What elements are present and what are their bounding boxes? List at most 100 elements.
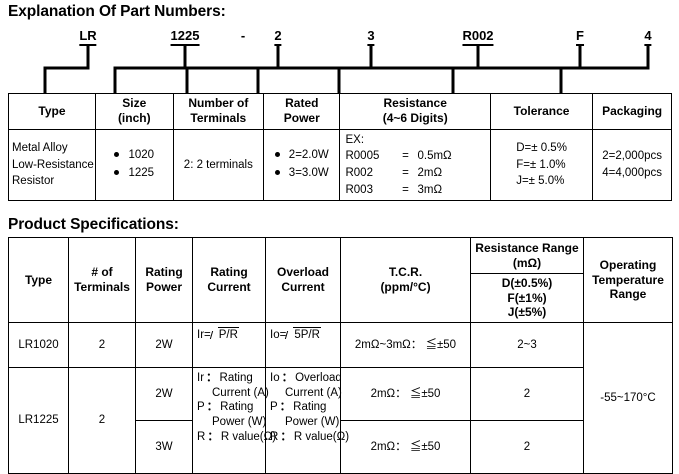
overload-current-lhs: Io= [270, 328, 287, 341]
col-header-rating-power: Rating Power [135, 237, 193, 323]
resistance-eq-1: = [402, 167, 409, 180]
overload-current-radicand: 5P/R [293, 326, 321, 341]
rating-current-lhs: Ir= [197, 328, 211, 341]
bullet-icon [274, 170, 280, 176]
connector-type [43, 44, 90, 94]
res-range-tol-d: D(±0.5%) [501, 276, 553, 290]
resistance-code-0: R0005 [345, 150, 380, 163]
rated-power-option-3w: 3=3.0W [288, 167, 329, 180]
cell-size-options: 1020 1225 [94, 128, 174, 202]
legend-text-ir: Rating [219, 371, 253, 384]
list-item: 3=3.0W [274, 165, 329, 183]
legend-sym-io: Io [270, 371, 280, 384]
legend-colon: ： [206, 371, 218, 384]
col-header-resistance-line2: (4~6 Digits) [382, 111, 448, 126]
cell-rated-power-options: 2=2.0W 3=3.0W [263, 128, 341, 202]
cell-operating-temperature: -55~170°C [583, 321, 673, 474]
col-header-rated-power-line2: Power [283, 111, 320, 126]
cell-resistance-range-lr1225-2w: 2 [470, 366, 584, 421]
col-header-resistance: Resistance (4~6 Digits) [339, 93, 491, 130]
rated-power-option-2w: 2=2.0W [288, 149, 329, 162]
resistance-code-1: R002 [345, 167, 373, 180]
list-item: Ir：Rating [197, 371, 261, 386]
legend-sym-p: P [197, 401, 205, 414]
size-option-1020: 1020 [128, 149, 155, 162]
col-header-tolerance: Tolerance [489, 93, 594, 130]
col-header-resistance-range-line2: (mΩ) [512, 255, 542, 270]
list-item: Io：Overload [270, 371, 342, 386]
size-option-1225: 1225 [128, 167, 155, 180]
cell-terminals-lr1225: 2 [68, 366, 136, 474]
cell-tcr-lr1225-3w: 2mΩ： ≦±50 [340, 419, 471, 474]
table-header-row: Type # of Terminals Rating Power Rating … [8, 237, 673, 323]
col-header-size-line1: Size [122, 96, 147, 110]
cell-rating-current-formula: Ir=P/R [192, 321, 266, 368]
col-header-tcr-line2: (ppm/°C) [380, 279, 431, 294]
list-item: R0005=0.5mΩ [345, 148, 451, 165]
col-header-type: Type [8, 93, 96, 130]
cell-resistance-range-lr1225-3w: 2 [470, 419, 584, 474]
legend-text-p2: Rating [293, 401, 327, 414]
table-row: LR1225 2 2W Ir：Rating Current (A) P：Rati… [8, 366, 673, 474]
col-header-resistance-range: Resistance Range (mΩ) [470, 237, 584, 274]
col-header-tcr: T.C.R. (ppm/°C) [340, 237, 471, 323]
col-header-overload-current-line2: Current [281, 279, 325, 294]
col-header-terminals-line1: Number of [188, 96, 249, 110]
legend-text-r2: R value(Ω) [293, 430, 350, 443]
cell-number-of-terminals: 2: 2 terminals [172, 128, 265, 202]
tolerance-line-d: D=± 0.5% [516, 142, 567, 155]
col-header-operating-temperature: Operating Temperature Range [583, 237, 673, 323]
col-header-op-temp-line2: Temperature [592, 272, 664, 287]
cell-rating-power-lr1020: 2W [135, 321, 193, 368]
connector-lines [43, 44, 650, 94]
res-range-tol-f: F(±1%) [507, 290, 547, 305]
table-row: Metal Alloy Low-Resistance Resistor 1020… [8, 128, 672, 202]
col-header-rated-power: Rated Power [263, 93, 341, 130]
cell-type-lr1225: LR1225 [8, 366, 69, 474]
col-header-tcr-line1: T.C.R. [388, 265, 423, 280]
cell-tcr-lr1020: 2mΩ~3mΩ： ≦±50 [340, 321, 471, 368]
legend-sym-p2: P [270, 401, 278, 414]
part-numbers-table: Type Size (inch) Number of Terminals Rat… [8, 93, 672, 202]
col-header-overload-current: Overload Current [265, 237, 341, 323]
resistance-example-prefix: EX: [345, 133, 365, 146]
col-header-rating-current: Rating Current [192, 237, 266, 323]
legend-cont-p2: Power (W) [285, 416, 340, 429]
connector-resistance [337, 44, 480, 94]
col-header-num-terminals-line1: # of [91, 265, 113, 280]
page-title-product-specifications: Product Specifications: [8, 216, 179, 233]
type-line-1: Metal Alloy [12, 142, 68, 155]
cell-tolerance-codes: D=± 0.5% F=± 1.0% J=± 5.0% [489, 128, 594, 202]
sqrt-icon: P/R [211, 326, 239, 343]
col-header-resistance-line1: Resistance [383, 96, 447, 110]
connector-size [113, 44, 187, 94]
col-subheader-resistance-range-tolerances: D(±0.5%) F(±1%) J(±5%) [470, 273, 584, 323]
legend-cont-p: Power (W) [212, 416, 267, 429]
type-description-lines: Metal Alloy Low-Resistance Resistor [12, 140, 94, 190]
sqrt-icon: 5P/R [286, 326, 321, 343]
list-item: P：Rating [197, 400, 261, 415]
legend-colon: ： [281, 371, 294, 384]
legend-colon: ： [206, 401, 219, 414]
col-header-overload-current-line1: Overload [276, 265, 330, 280]
col-header-num-terminals-line2: Terminals [74, 279, 130, 294]
col-header-resistance-range-line1: Resistance Range [475, 240, 579, 255]
tolerance-line-j: J=± 5.0% [516, 175, 565, 188]
tolerance-lines: D=± 0.5% F=± 1.0% J=± 5.0% [516, 140, 567, 190]
rated-power-bullet-list: 2=2.0W 3=3.0W [274, 147, 329, 183]
list-item: R003=3mΩ [345, 182, 451, 199]
list-item: 1020 [114, 147, 154, 165]
legend-cont-io: Current (A) [285, 386, 342, 399]
product-specifications-table: Type # of Terminals Rating Power Rating … [8, 237, 673, 474]
col-header-rating-current-line1: Rating [210, 265, 248, 280]
tolerance-line-f: F=± 1.0% [516, 158, 566, 171]
col-header-size-line2: (inch) [117, 111, 151, 126]
cell-packaging-codes: 2=2,000pcs 4=4,000pcs [592, 128, 672, 202]
cell-type-description: Metal Alloy Low-Resistance Resistor [8, 128, 96, 202]
col-header-rating-power-line1: Rating [145, 265, 183, 280]
col-header-rated-power-line1: Rated [285, 96, 319, 110]
resistance-eq-0: = [402, 150, 409, 163]
list-item: R002=2mΩ [345, 165, 451, 182]
legend-sym-r: R [197, 430, 206, 443]
pn-segment-separator: - [240, 28, 246, 43]
